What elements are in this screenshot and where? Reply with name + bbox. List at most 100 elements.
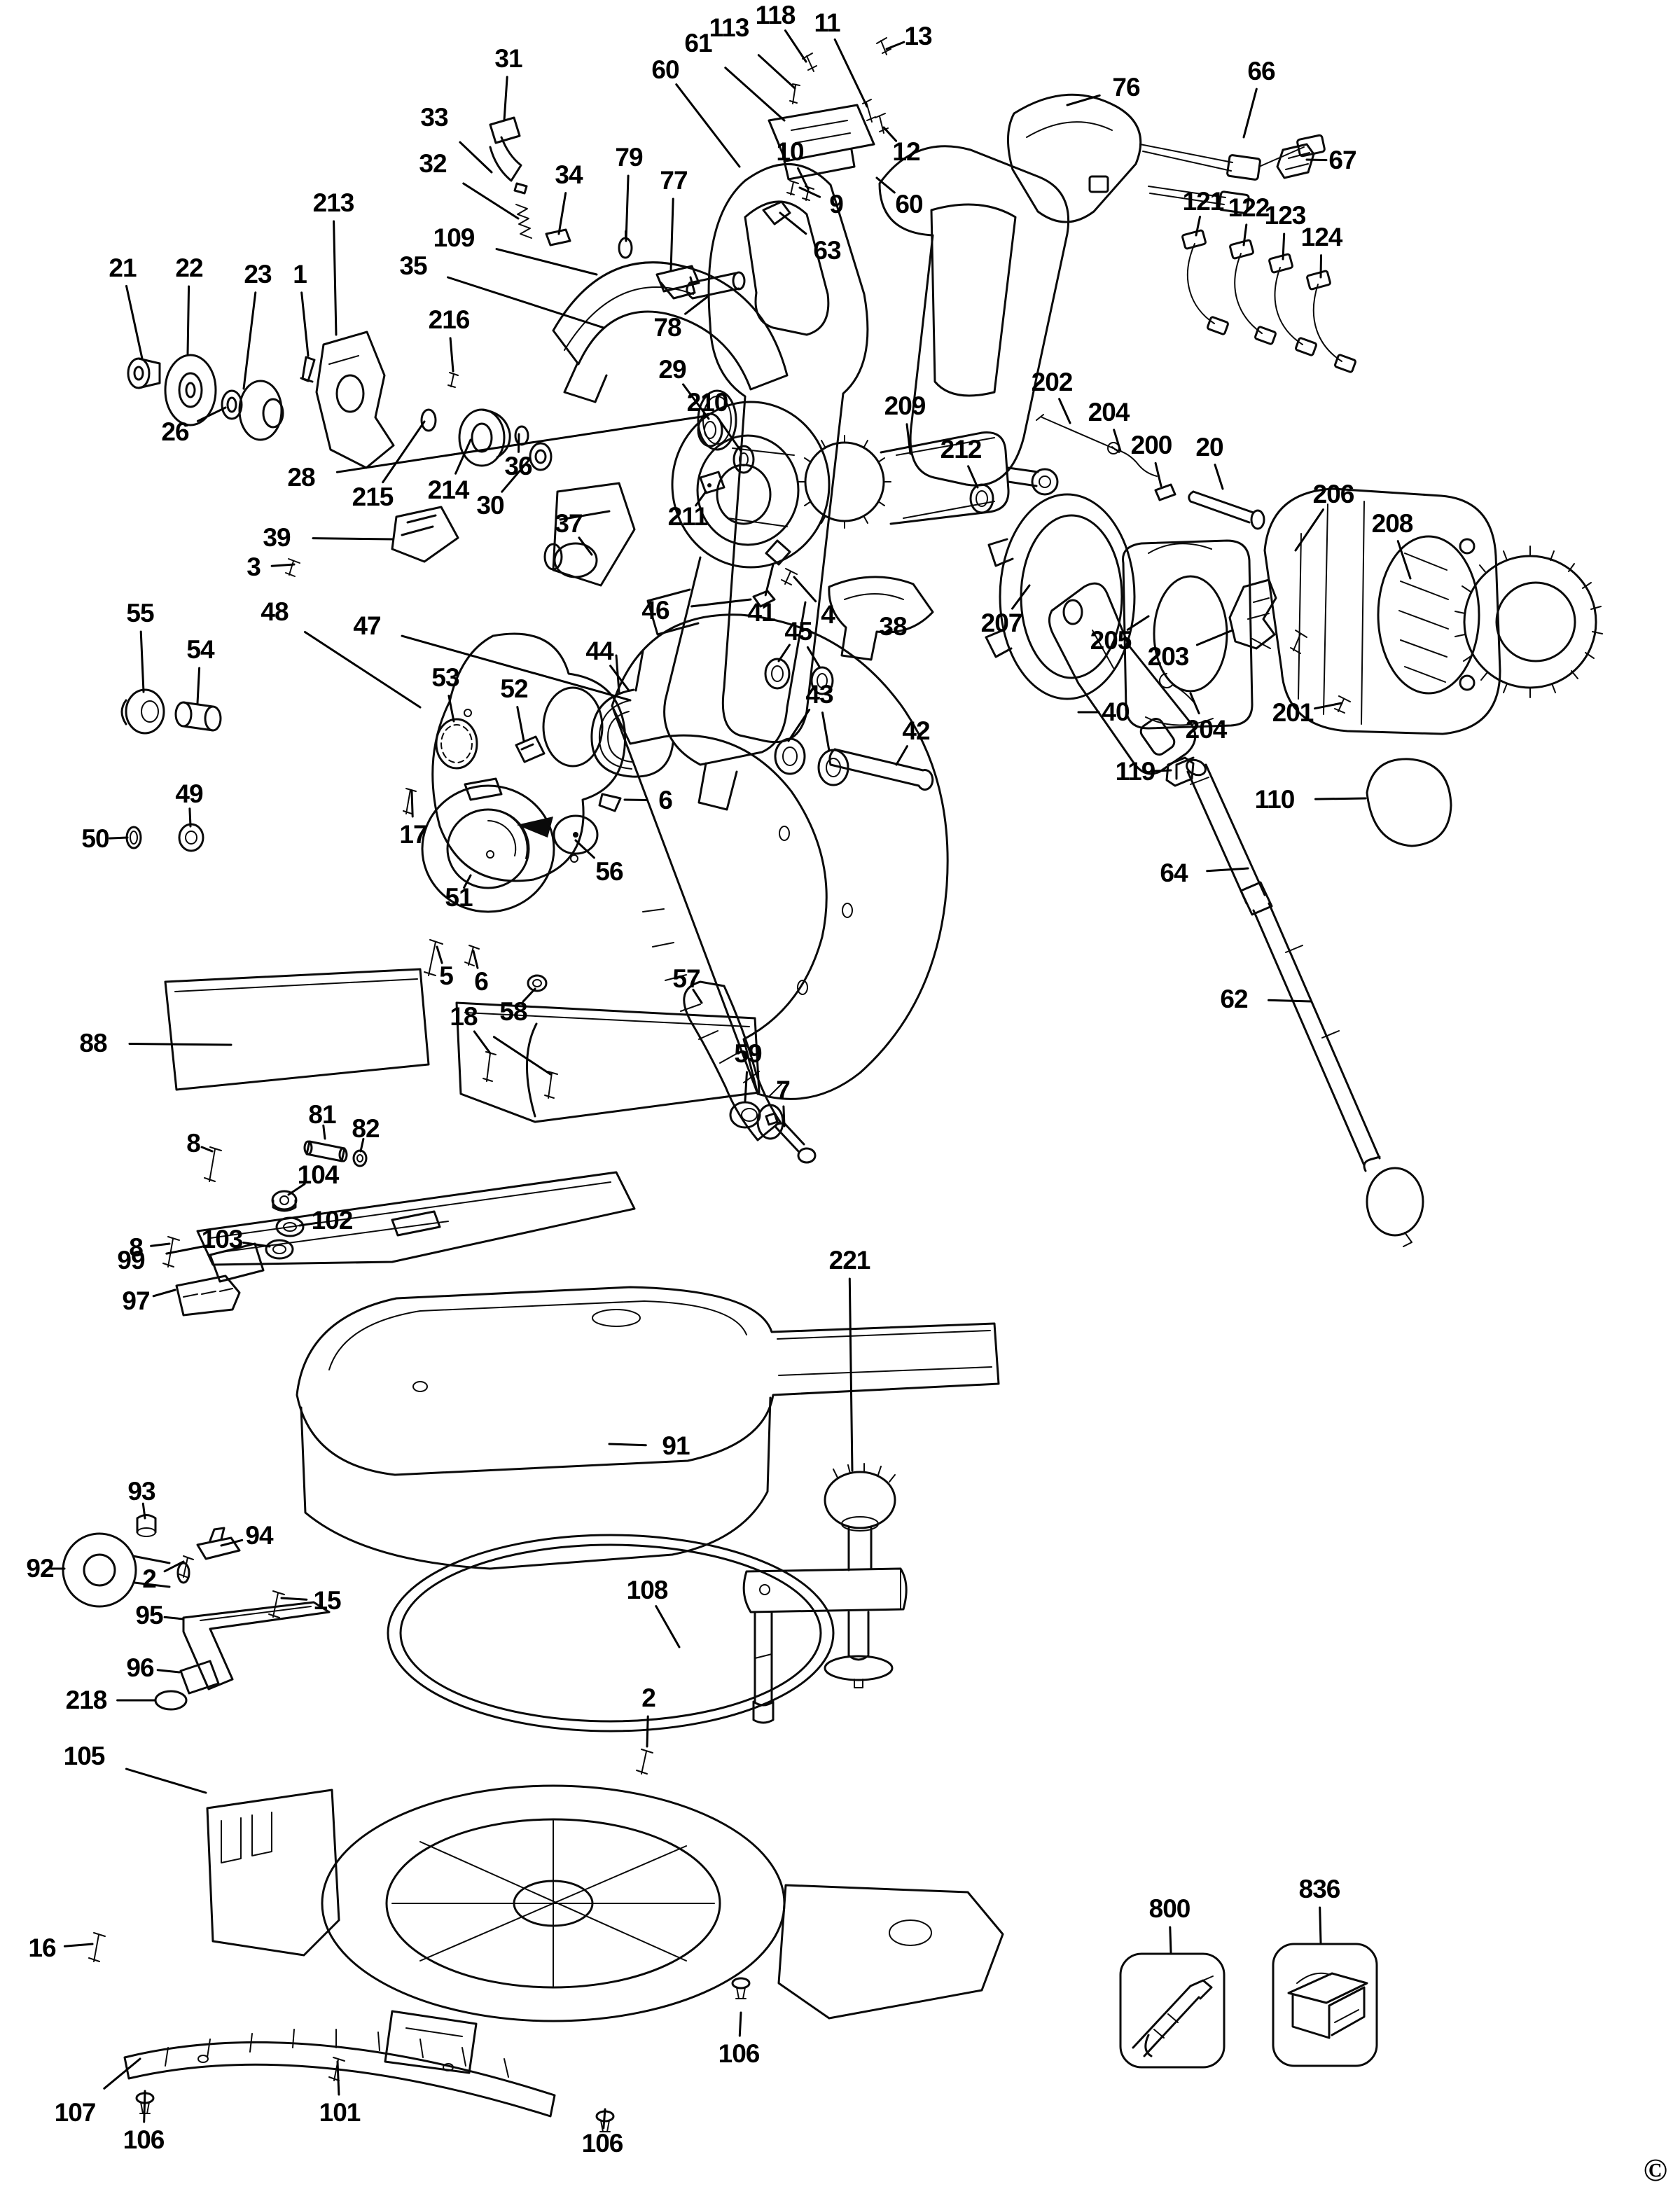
part-label-210-37: 210 — [686, 388, 729, 417]
part-label-88-87: 88 — [79, 1029, 107, 1057]
part-label-800-119: 800 — [1148, 1894, 1191, 1923]
part-label-215-15: 215 — [352, 482, 394, 511]
leader-line-207-54 — [1011, 584, 1031, 610]
part-label-201-59: 201 — [1272, 698, 1314, 727]
leader-line-55-71 — [139, 630, 145, 693]
part-label-55-71: 55 — [126, 599, 154, 627]
part-label-101-114: 101 — [319, 2098, 361, 2127]
part-label-18-86: 18 — [450, 1002, 478, 1031]
part-label-107-112: 107 — [54, 2098, 97, 2127]
part-label-213-4: 213 — [312, 188, 355, 217]
leader-line-3-22 — [270, 563, 296, 567]
part-label-118-26: 118 — [755, 1, 796, 29]
part-label-8-91: 8 — [186, 1129, 201, 1158]
part-label-203-56: 203 — [1147, 642, 1190, 671]
part-label-35-13: 35 — [399, 251, 427, 280]
part-label-51-80: 51 — [445, 883, 473, 912]
part-label-22-1: 22 — [175, 254, 203, 282]
part-label-56-81: 56 — [595, 857, 623, 886]
leader-line-99-94 — [165, 1244, 211, 1255]
leader-line-43-69 — [821, 711, 831, 752]
leader-line-15-106 — [280, 1597, 308, 1601]
leader-line-95-107 — [163, 1616, 185, 1620]
leader-line-2-105 — [163, 1560, 185, 1573]
part-label-33-7: 33 — [420, 103, 448, 132]
part-label-40-57: 40 — [1102, 697, 1130, 726]
leader-line-58-85 — [522, 987, 536, 1003]
part-label-50-78: 50 — [81, 824, 109, 853]
leader-line-81-92 — [322, 1124, 326, 1140]
leader-line-76-29 — [1066, 94, 1101, 106]
leader-line-105-110 — [125, 1768, 207, 1794]
leader-line-43-69 — [787, 709, 811, 742]
leader-line-216-14 — [449, 337, 454, 373]
part-label-106-113: 106 — [123, 2125, 165, 2154]
part-label-30-17: 30 — [476, 491, 504, 520]
link-arm-group — [683, 980, 817, 1164]
leader-line-29-36 — [682, 383, 710, 420]
leader-line-60-23 — [675, 83, 741, 168]
leader-line-38-53 — [882, 629, 890, 635]
part-label-4-65: 4 — [821, 600, 835, 629]
miter-lock-group — [62, 1514, 331, 1711]
gear-housing-group — [646, 401, 831, 811]
leader-line-45-66 — [777, 644, 791, 662]
part-label-214-16: 214 — [427, 475, 470, 504]
part-label-216-14: 216 — [428, 305, 471, 334]
part-label-76-29: 76 — [1112, 73, 1140, 102]
leader-line-205-55 — [1126, 615, 1150, 631]
copyright-mark: © — [1643, 2152, 1667, 2188]
part-label-78-35: 78 — [653, 313, 681, 342]
leader-line-44-68 — [609, 665, 630, 692]
part-label-64-62: 64 — [1160, 859, 1188, 887]
part-label-102-96: 102 — [311, 1206, 354, 1235]
part-label-93-102: 93 — [127, 1477, 155, 1506]
leader-line-203-56 — [1195, 629, 1234, 646]
leader-line-6-84 — [472, 950, 479, 969]
leader-line-12-30 — [882, 126, 898, 142]
leader-line-4-65 — [793, 576, 817, 603]
part-label-67-48: 67 — [1328, 146, 1356, 174]
part-label-103-97: 103 — [201, 1225, 244, 1254]
part-label-77-11: 77 — [660, 166, 688, 195]
leader-line-53-75 — [447, 695, 455, 723]
part-label-38-53: 38 — [879, 612, 907, 641]
part-label-104-95: 104 — [297, 1160, 340, 1189]
part-label-81-92: 81 — [308, 1100, 336, 1129]
leader-line-82-93 — [359, 1137, 365, 1153]
part-label-21-0: 21 — [109, 254, 137, 282]
guard-linkage-group — [590, 539, 934, 791]
leader-line-110-61 — [1314, 797, 1367, 800]
leader-line-61-24 — [724, 67, 786, 122]
part-label-7-90: 7 — [776, 1076, 791, 1104]
leader-line-122-50 — [1242, 223, 1248, 247]
part-label-60-34: 60 — [895, 190, 923, 218]
part-label-59-89: 59 — [734, 1039, 762, 1068]
part-label-209-39: 209 — [884, 391, 926, 420]
leader-line-200-43 — [1154, 461, 1162, 487]
part-label-113-25: 113 — [709, 13, 750, 42]
wiring-group — [1139, 134, 1356, 373]
part-label-28-18: 28 — [287, 463, 315, 492]
part-label-47-74: 47 — [353, 611, 381, 640]
leader-line-37-20 — [578, 536, 593, 556]
part-label-6-82: 6 — [658, 786, 673, 814]
leader-line-106-113 — [143, 2090, 146, 2123]
part-label-105-110: 105 — [63, 1742, 106, 1770]
leader-line-20-44 — [1214, 464, 1224, 490]
leader-line-107-112 — [103, 2057, 141, 2090]
leader-line-88-87 — [128, 1043, 232, 1046]
leader-line-18-86 — [492, 1036, 552, 1076]
leader-line-106-116 — [738, 2011, 742, 2037]
leader-line-33-7 — [459, 141, 493, 174]
leader-line-123-51 — [1282, 232, 1286, 261]
part-label-9-32: 9 — [829, 190, 844, 218]
leader-line-118-26 — [784, 29, 807, 63]
part-label-6-84: 6 — [474, 967, 489, 996]
leader-line-52-76 — [516, 706, 525, 742]
leader-line-32-8 — [462, 182, 520, 220]
part-label-106-116: 106 — [718, 2039, 761, 2068]
leader-line-21-0 — [125, 284, 144, 360]
leader-line-11-27 — [833, 38, 868, 108]
